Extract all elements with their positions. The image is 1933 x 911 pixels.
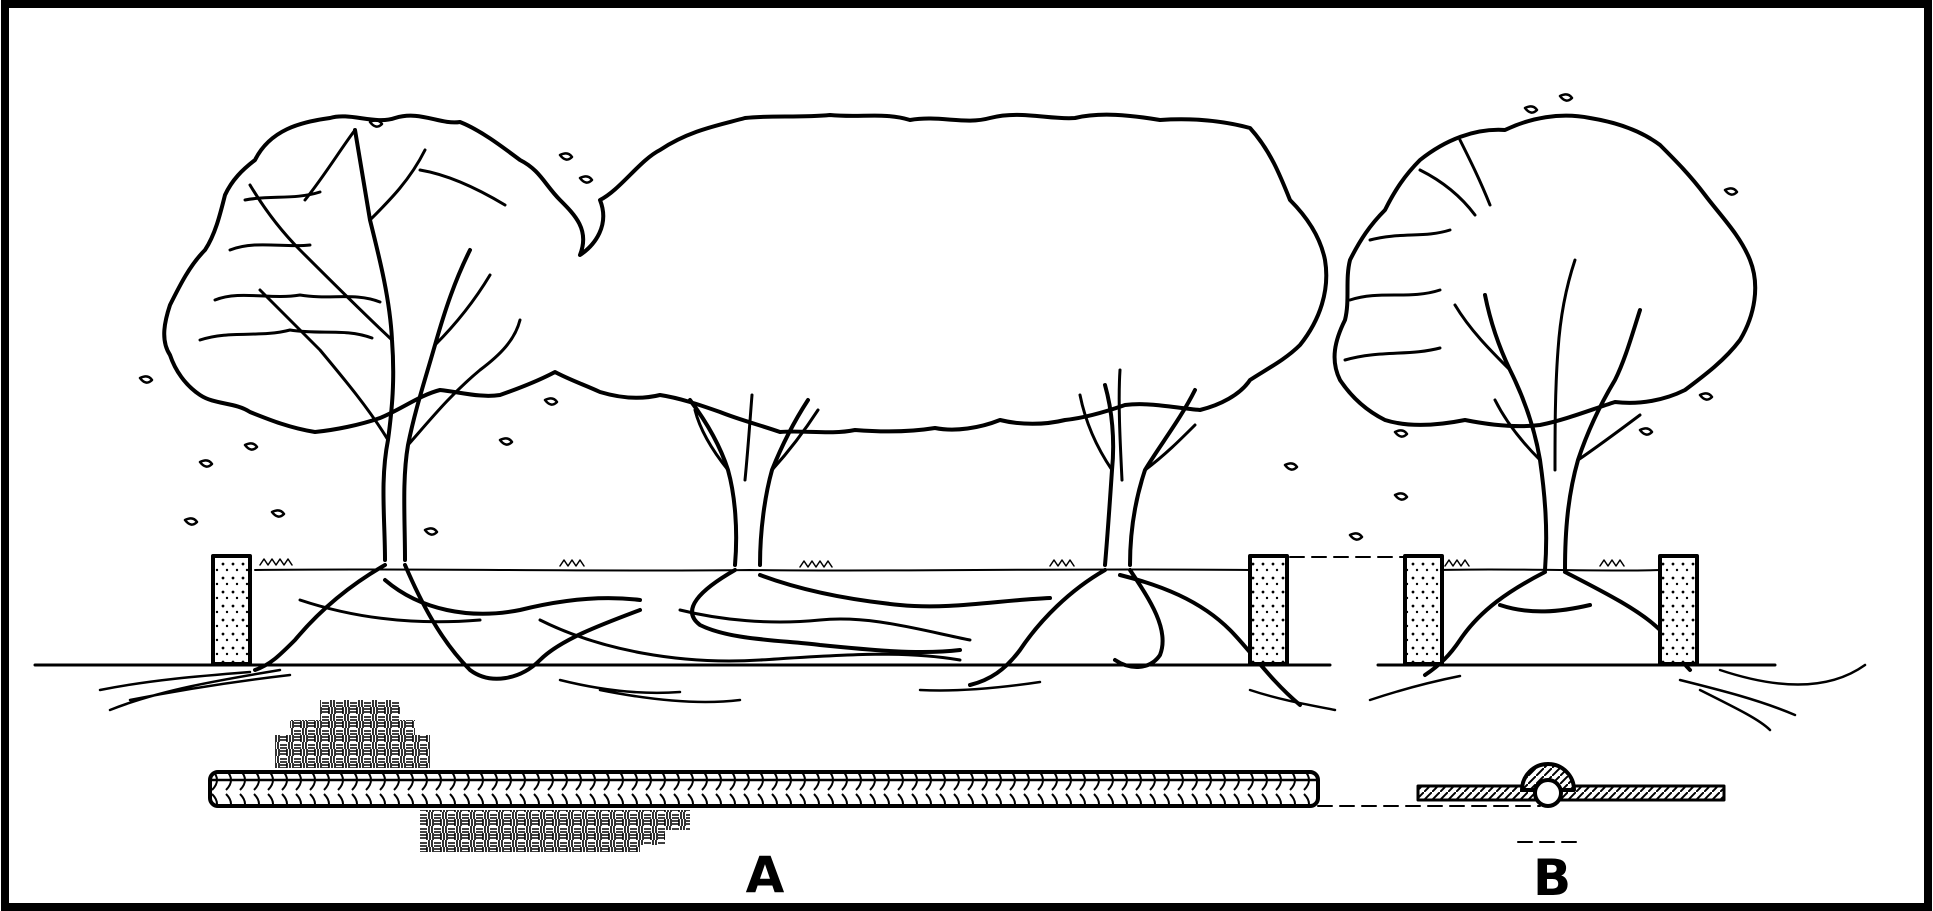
panel-label-a: A xyxy=(746,846,785,904)
panel-b-illustration xyxy=(1332,93,1867,843)
panel-label-b: B xyxy=(1533,849,1571,907)
stone-column-b2 xyxy=(1658,554,1699,666)
panel-a-illustration xyxy=(33,112,1541,852)
pipe-a xyxy=(208,770,1320,808)
stone-column-a2 xyxy=(1248,554,1289,666)
stone-column-b1 xyxy=(1403,554,1444,666)
canopy-a xyxy=(162,112,1329,435)
stone-column-a1 xyxy=(211,554,252,666)
